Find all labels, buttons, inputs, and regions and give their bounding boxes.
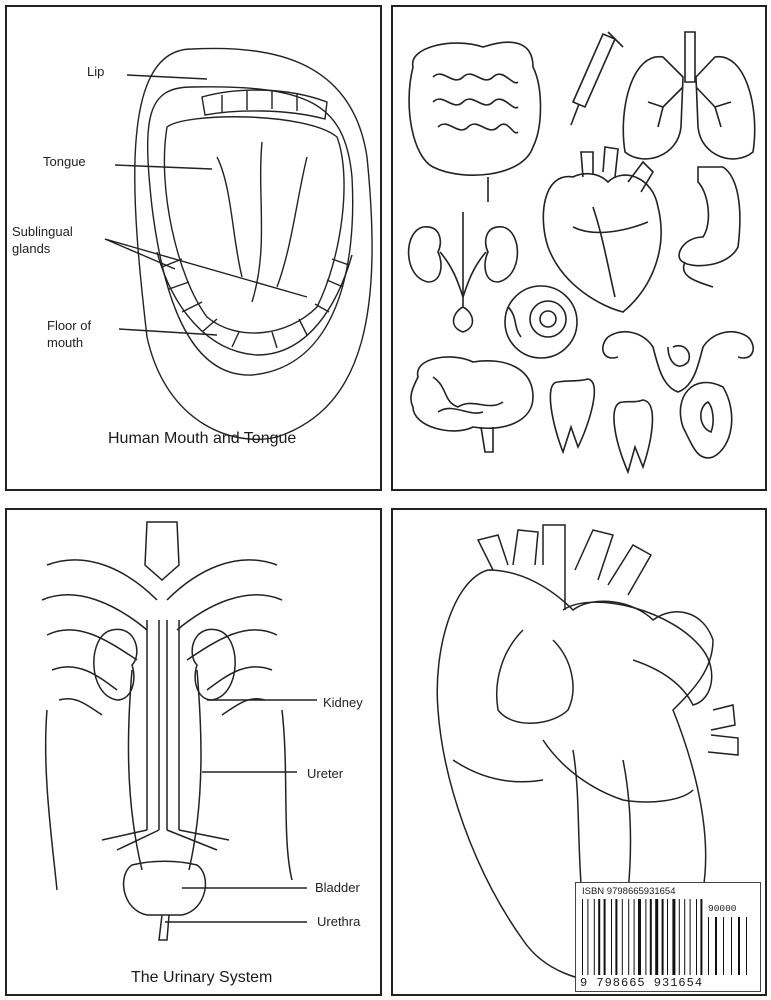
panel-mouth-tongue: Lip Tongue Sublingual glands Floor of mo… bbox=[5, 5, 382, 491]
barcode-bars bbox=[582, 899, 747, 975]
organs-illustration bbox=[407, 31, 756, 475]
barcode: ISBN 9798665931654 90000 9 798665 931654 bbox=[575, 882, 761, 992]
label-tongue: Tongue bbox=[43, 154, 86, 169]
label-kidney: Kidney bbox=[323, 695, 363, 710]
syringe-icon bbox=[570, 31, 624, 126]
barcode-digits: 9 798665 931654 bbox=[580, 976, 704, 990]
mouth-illustration bbox=[104, 47, 373, 441]
price-code: 90000 bbox=[708, 903, 737, 914]
label-ureter: Ureter bbox=[307, 766, 344, 781]
label-sublingual-glands: Sublingual glands bbox=[12, 224, 73, 256]
ear-icon bbox=[679, 381, 733, 459]
lungs-icon bbox=[622, 31, 756, 160]
tooth-icon bbox=[549, 378, 654, 475]
kidney-icon bbox=[407, 212, 519, 333]
label-bladder: Bladder bbox=[315, 880, 360, 895]
eyeball-icon bbox=[504, 285, 578, 359]
label-floor-of-mouth: Floor of mouth bbox=[47, 318, 92, 350]
heart-icon bbox=[542, 146, 662, 313]
label-urethra: Urethra bbox=[317, 914, 361, 929]
caption-mouth-tongue: Human Mouth and Tongue bbox=[108, 430, 297, 447]
caption-urinary-system: The Urinary System bbox=[131, 969, 273, 986]
stomach-icon bbox=[678, 166, 741, 288]
urinary-illustration bbox=[41, 521, 317, 941]
brain-icon bbox=[410, 356, 534, 453]
uterus-icon bbox=[602, 331, 754, 393]
label-lip: Lip bbox=[87, 64, 105, 79]
panel-urinary-system: Kidney Ureter Bladder Urethra The Urinar… bbox=[5, 508, 382, 996]
isbn-text: ISBN 9798665931654 bbox=[582, 886, 676, 897]
panel-heart: ISBN 9798665931654 90000 9 798665 931654 bbox=[391, 508, 767, 996]
intestines-icon bbox=[408, 41, 542, 202]
panel-organs bbox=[391, 5, 767, 491]
